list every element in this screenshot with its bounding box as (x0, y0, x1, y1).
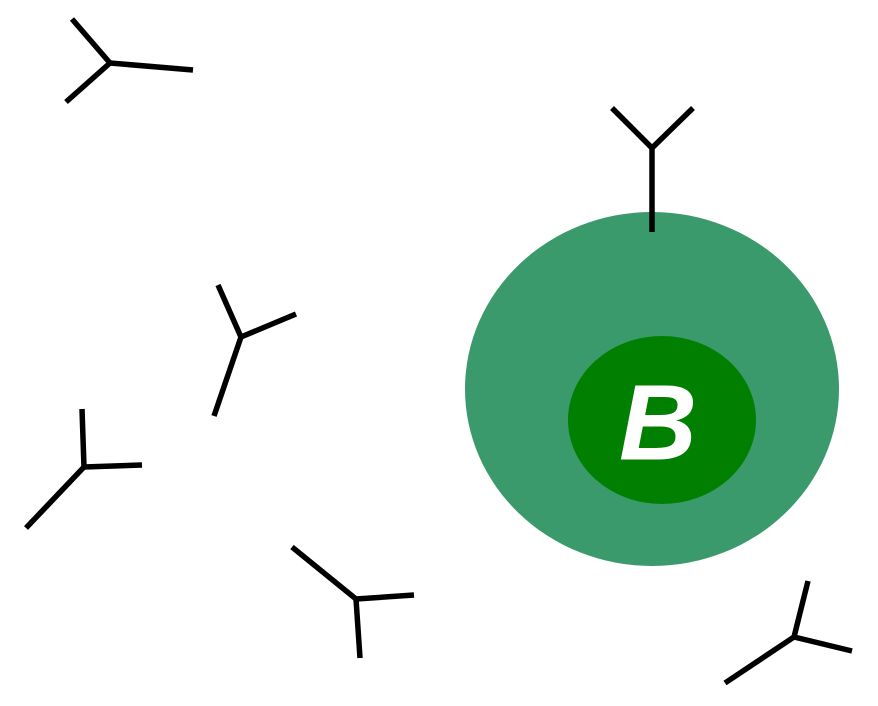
b-cell: B (465, 212, 839, 566)
free-antibody (211, 283, 298, 417)
membrane-bound-antibody (610, 106, 695, 232)
b-cell-label: B (619, 362, 697, 483)
free-antibody (723, 580, 853, 686)
b-cell-nucleus (568, 336, 756, 504)
free-antibody (290, 544, 415, 659)
free-antibody (24, 408, 143, 530)
free-antibody (64, 17, 194, 105)
